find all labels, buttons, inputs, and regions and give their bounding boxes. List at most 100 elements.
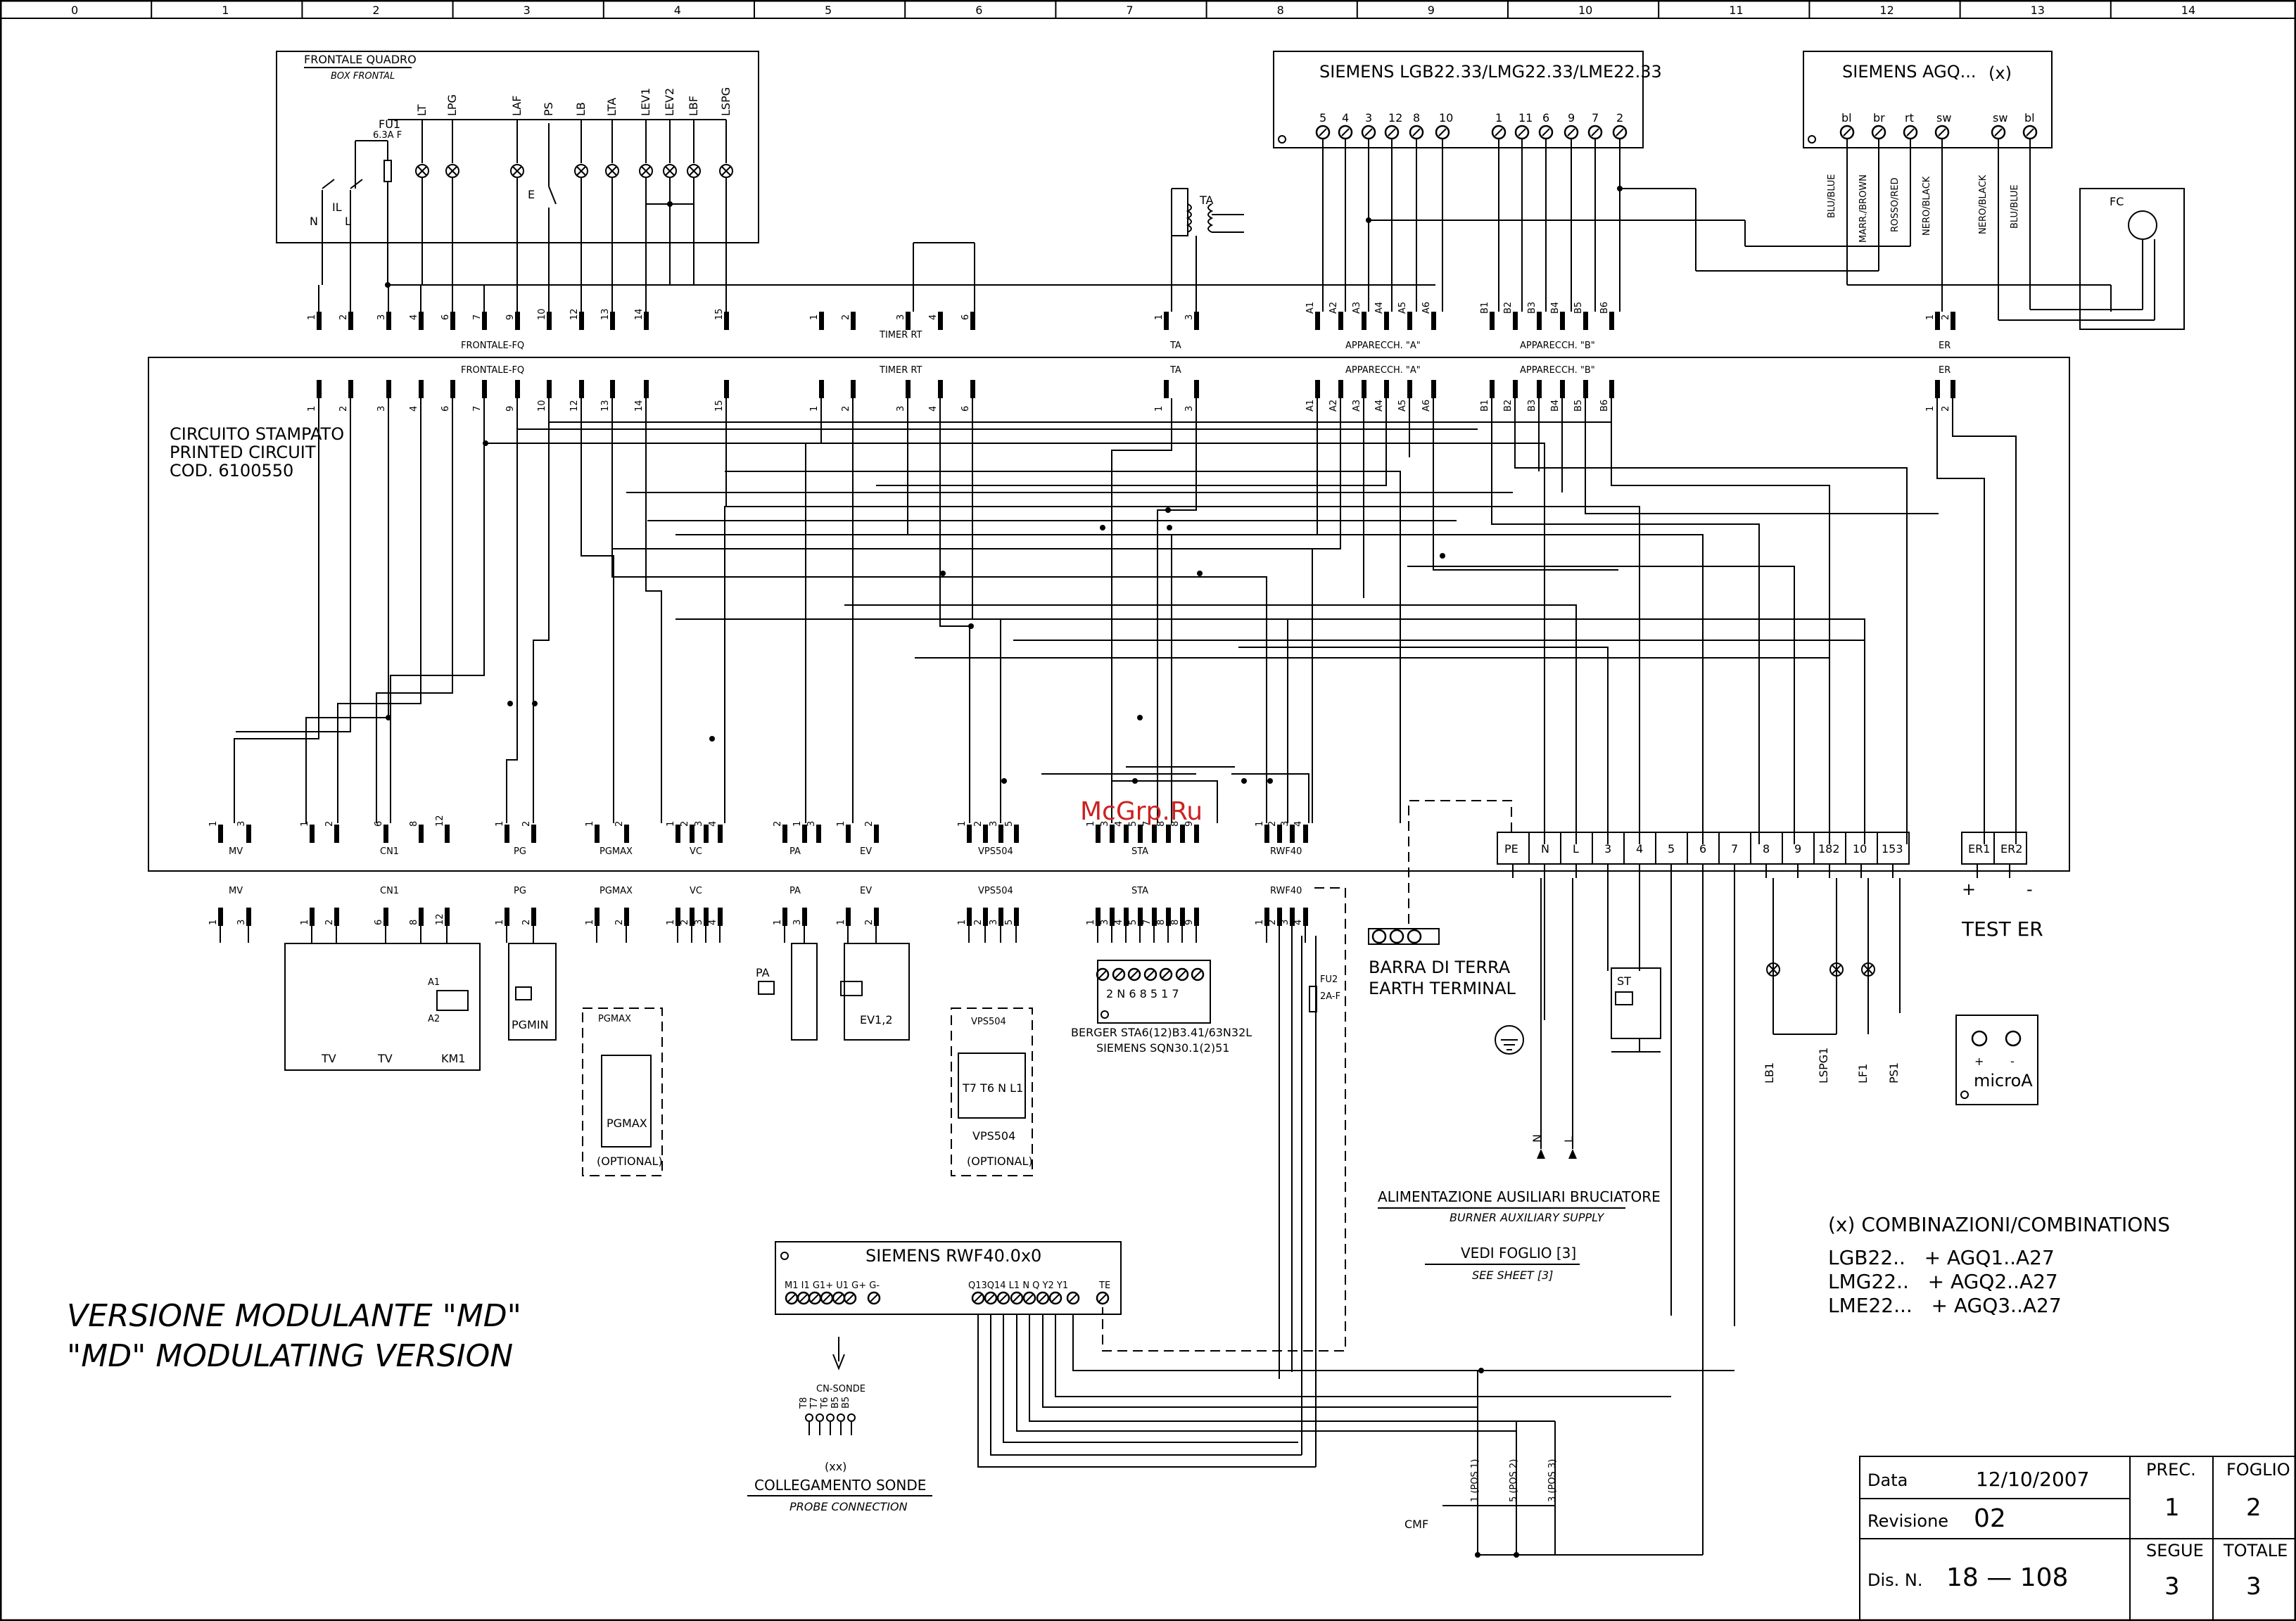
- junction-dot: [968, 623, 974, 629]
- agq-wire-color: MARR./BROWN: [1858, 174, 1869, 243]
- frontale-fq-label: FRONTALE-FQ: [461, 341, 524, 351]
- device-pin-label: 2: [864, 920, 875, 925]
- device-pin-label: 2: [521, 920, 532, 925]
- connector-pin: [1194, 312, 1199, 330]
- pcb-connector-pin-label: 7: [1142, 821, 1153, 827]
- terminal-screw: [1115, 970, 1123, 979]
- pcb-trace: [676, 618, 1288, 823]
- apparecch-b-in-pin-label: B1: [1480, 400, 1490, 412]
- vps-opt-title: VPS504: [971, 1017, 1006, 1027]
- wire: [576, 166, 586, 176]
- pcb-line3: COD. 6100550: [170, 461, 293, 481]
- connector-pin: [1014, 825, 1019, 843]
- device-pin-label: 3: [236, 920, 247, 925]
- fc-label: FC: [2110, 195, 2124, 208]
- apparecch-b-in-pin-label: B5: [1573, 400, 1584, 412]
- pcb-connector-label: PA: [789, 846, 801, 857]
- junction-dot: [1100, 525, 1105, 530]
- frontale-fq-pin-label: 15: [714, 308, 725, 320]
- column-number: 5: [825, 4, 832, 17]
- connector-pin: [1560, 312, 1565, 330]
- er-pin-label: 2: [1941, 314, 1951, 320]
- watermark: McGrp.Ru: [1080, 797, 1203, 826]
- pcb-connector-label: RWF40: [1270, 846, 1302, 857]
- frontale-fq-in-pin-label: 10: [537, 400, 547, 412]
- connector-pin: [531, 908, 536, 926]
- pcb-trace: [1196, 398, 1341, 549]
- terminal-screw: [1130, 970, 1139, 979]
- frontale-fq-in-pin-label: 1: [307, 406, 317, 412]
- junction-dot: [1440, 553, 1445, 559]
- connector-pin: [419, 312, 424, 330]
- frontale-fq-pin-label: 14: [634, 308, 645, 320]
- connector-pin: [983, 825, 988, 843]
- connector-pin: [1583, 380, 1588, 398]
- connector-pin: [624, 825, 629, 843]
- rwf-wire: [990, 1314, 1302, 1456]
- column-number: 1: [222, 4, 229, 17]
- connector-pin: [1290, 908, 1295, 926]
- siemens-lgb-title: SIEMENS LGB22.33/LMG22.33/LME22.33: [1319, 62, 1662, 82]
- pcb-connector-pin-label: 5: [1004, 821, 1015, 827]
- column-number: 14: [2181, 4, 2195, 17]
- pcb-trace: [1611, 398, 1830, 844]
- terminal-screw: [1051, 1294, 1060, 1302]
- pcb-connector-pin-label: 4: [1114, 821, 1124, 827]
- pcb-trace: [305, 398, 389, 823]
- terminal-screw: [1438, 128, 1447, 136]
- device-connector-label: EV: [860, 886, 872, 896]
- terminal-screw: [823, 1294, 831, 1302]
- terminal-screw: [1567, 128, 1575, 136]
- pcb-connector-pin-label: 3: [806, 821, 817, 827]
- junction-dot: [386, 715, 391, 720]
- pcb-connector-pin-label: 4: [708, 821, 718, 827]
- apparecch-a-in-pin-label: A6: [1421, 400, 1432, 412]
- device-pin-label: 4: [708, 920, 718, 925]
- pcb-connector-label: CN1: [380, 846, 399, 857]
- er-label: ER: [1939, 341, 1951, 351]
- frontale-fq-in-pin-label: 13: [600, 400, 611, 412]
- connector-pin: [718, 908, 723, 926]
- wire: [1832, 965, 1841, 974]
- pcb-trace: [972, 398, 1001, 823]
- connector-pin: [1264, 908, 1269, 926]
- connector-pin: [334, 908, 339, 926]
- terminal-screw: [1098, 970, 1107, 979]
- connector-pin: [386, 312, 391, 330]
- ta-transformer: TA: [1172, 188, 1244, 236]
- connector-pin: [851, 312, 856, 330]
- connector-pin: [579, 380, 584, 398]
- foglio-value: 2: [2246, 1494, 2262, 1522]
- junction-dot: [1241, 778, 1247, 784]
- pcb-connector-pin-label: 8: [1170, 821, 1181, 827]
- rwf-wire: [977, 1314, 1316, 1468]
- device-pin-label: 2: [680, 920, 690, 925]
- pcb-trace: [1491, 398, 1760, 844]
- device-pin-label: 2: [1267, 920, 1278, 925]
- connector-pin: [445, 908, 450, 926]
- wire: [689, 166, 699, 176]
- connector-pin: [595, 825, 600, 843]
- connector-pin: [1277, 908, 1282, 926]
- totale-label: TOTALE: [2223, 1541, 2288, 1560]
- frontale-lamp-label: LBF: [687, 96, 700, 116]
- lamp: [1766, 962, 1780, 977]
- device-pin-label: 1: [208, 920, 219, 925]
- lgb-terminal-label: 1: [1495, 111, 1502, 125]
- connector-pin: [610, 380, 615, 398]
- pcb-trace: [1514, 398, 1908, 844]
- column-number: 6: [975, 4, 982, 17]
- aux-line4: SEE SHEET [3]: [1472, 1269, 1553, 1282]
- totale-value: 3: [2246, 1572, 2262, 1601]
- frontale-fq-in-pin-label: 2: [338, 406, 349, 412]
- apparecch-b-pin-label: B2: [1503, 302, 1514, 314]
- sta-terms: 2 N 6 8 5 1 7: [1106, 987, 1179, 1000]
- device-pin-label: 1: [957, 920, 968, 925]
- terminal-screw: [1906, 128, 1915, 136]
- vps-label: VPS504: [972, 1129, 1015, 1143]
- rev-label: Revisione: [1867, 1511, 1948, 1531]
- agq-terminal-label: bl: [2024, 111, 2035, 125]
- connector-pin: [782, 908, 787, 926]
- connector-pin: [1609, 312, 1614, 330]
